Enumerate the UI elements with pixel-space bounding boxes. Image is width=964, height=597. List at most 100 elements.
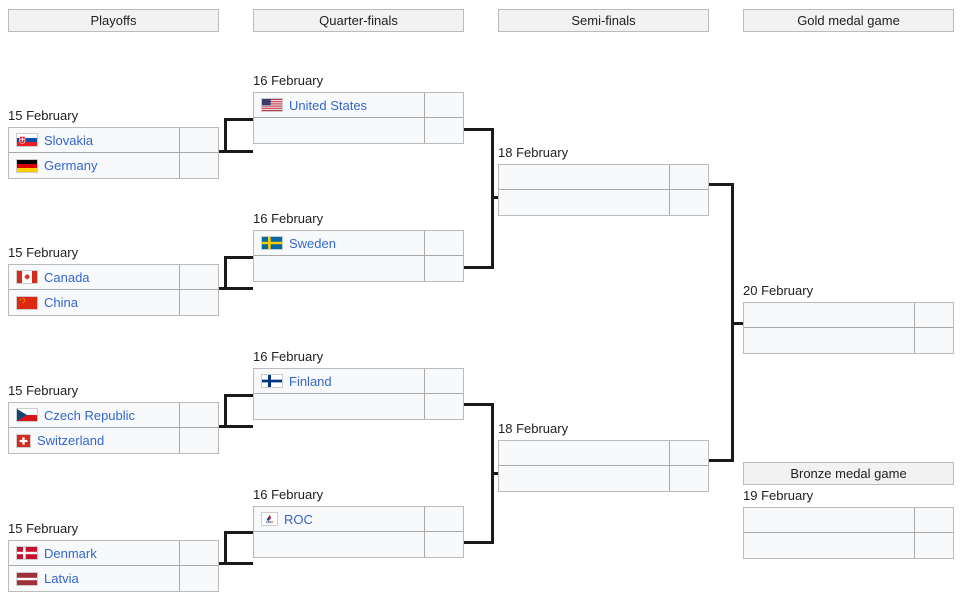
score-cell: [425, 93, 463, 117]
team-cell[interactable]: Denmark: [9, 541, 180, 565]
match-row[interactable]: Latvia: [9, 566, 218, 591]
connector-playoff3-riser: [224, 394, 227, 428]
round-header-bronze-medal-game: Bronze medal game: [743, 462, 954, 485]
team-cell[interactable]: [499, 441, 670, 465]
team-name[interactable]: Slovakia: [44, 132, 94, 148]
team-name[interactable]: Canada: [44, 269, 90, 285]
score-cell: [180, 541, 218, 565]
team-cell[interactable]: [254, 394, 425, 419]
match-date-semi2: 18 February: [498, 421, 569, 436]
match-gold-medal-game[interactable]: [743, 302, 954, 354]
score-cell: [670, 190, 708, 215]
score-cell: [180, 128, 218, 152]
match-date-quarter3: 16 February: [253, 349, 324, 364]
team-cell[interactable]: Slovakia: [9, 128, 180, 152]
team-cell[interactable]: [499, 466, 670, 491]
team-name[interactable]: United States: [289, 97, 368, 113]
team-name[interactable]: China: [44, 295, 78, 310]
match-quarter1[interactable]: United States: [253, 92, 464, 144]
match-bronze-medal-game[interactable]: [743, 507, 954, 559]
team-name[interactable]: Czech Republic: [44, 407, 136, 423]
finland-flag: [261, 374, 283, 388]
team-cell[interactable]: Germany: [9, 153, 180, 178]
team-cell[interactable]: Czech Republic: [9, 403, 180, 427]
match-row[interactable]: [499, 441, 708, 466]
connector-quarter3-out: [464, 403, 494, 406]
switzerland-flag: [16, 433, 31, 448]
match-quarter4[interactable]: ROC: [253, 506, 464, 558]
team-cell[interactable]: [499, 190, 670, 215]
match-row[interactable]: Canada: [9, 265, 218, 290]
match-row[interactable]: [254, 118, 463, 143]
match-semi1[interactable]: [498, 164, 709, 216]
match-row[interactable]: Sweden: [254, 231, 463, 256]
match-playoff1[interactable]: Slovakia Germany: [8, 127, 219, 179]
round-header-quarter-finals: Quarter-finals: [253, 9, 464, 32]
match-row[interactable]: [499, 466, 708, 491]
match-row[interactable]: [254, 532, 463, 557]
team-cell[interactable]: [744, 303, 915, 327]
connector-playoff4-out: [219, 562, 253, 565]
team-name[interactable]: Latvia: [44, 571, 79, 586]
match-playoff2[interactable]: Canada China: [8, 264, 219, 316]
connector-semi2-in: [491, 472, 501, 475]
match-semi2[interactable]: [498, 440, 709, 492]
round-header-gold-medal-game: Gold medal game: [743, 9, 954, 32]
team-name[interactable]: Switzerland: [37, 433, 105, 448]
germany-flag: [16, 158, 38, 173]
match-quarter3[interactable]: Finland: [253, 368, 464, 420]
match-row[interactable]: [744, 303, 953, 328]
match-row[interactable]: ROC: [254, 507, 463, 532]
team-name[interactable]: Germany: [44, 158, 98, 173]
match-row[interactable]: Slovakia: [9, 128, 218, 153]
match-row[interactable]: [254, 256, 463, 281]
connector-quarter1-out: [464, 128, 494, 131]
match-quarter2[interactable]: Sweden: [253, 230, 464, 282]
team-name[interactable]: ROC: [284, 511, 313, 527]
team-cell[interactable]: [254, 256, 425, 281]
match-row[interactable]: Finland: [254, 369, 463, 394]
team-cell[interactable]: ROC: [254, 507, 425, 531]
match-playoff4[interactable]: Denmark Latvia: [8, 540, 219, 592]
match-row[interactable]: Czech Republic: [9, 403, 218, 428]
score-cell: [425, 231, 463, 255]
team-cell[interactable]: China: [9, 290, 180, 315]
match-date-semi1: 18 February: [498, 145, 569, 160]
team-cell[interactable]: United States: [254, 93, 425, 117]
match-playoff3[interactable]: Czech Republic Switzerland: [8, 402, 219, 454]
connector-playoff1-out: [219, 150, 253, 153]
team-cell[interactable]: Finland: [254, 369, 425, 393]
team-cell[interactable]: [744, 508, 915, 532]
score-cell: [180, 153, 218, 178]
match-row[interactable]: Switzerland: [9, 428, 218, 453]
match-date-playoff1: 15 February: [8, 108, 79, 123]
match-row[interactable]: China: [9, 290, 218, 315]
team-name[interactable]: Sweden: [289, 235, 336, 251]
team-name[interactable]: Finland: [289, 373, 332, 389]
match-row[interactable]: Germany: [9, 153, 218, 178]
team-cell[interactable]: [499, 165, 670, 189]
team-cell[interactable]: [744, 533, 915, 558]
match-row[interactable]: [744, 508, 953, 533]
team-cell[interactable]: [254, 118, 425, 143]
score-cell: [670, 441, 708, 465]
score-cell: [425, 256, 463, 281]
team-cell[interactable]: Sweden: [254, 231, 425, 255]
team-cell[interactable]: Canada: [9, 265, 180, 289]
team-cell[interactable]: [744, 328, 915, 353]
round-header-label: Quarter-finals: [319, 13, 398, 28]
team-cell[interactable]: Switzerland: [9, 428, 180, 453]
match-row[interactable]: Denmark: [9, 541, 218, 566]
roc-flag: [261, 512, 278, 526]
team-name[interactable]: Denmark: [44, 545, 97, 561]
match-row[interactable]: [744, 328, 953, 353]
round-header-playoffs: Playoffs: [8, 9, 219, 32]
team-cell[interactable]: Latvia: [9, 566, 180, 591]
match-row[interactable]: [499, 190, 708, 215]
match-row[interactable]: [499, 165, 708, 190]
match-row[interactable]: [254, 394, 463, 419]
match-row[interactable]: [744, 533, 953, 558]
score-cell: [180, 428, 218, 453]
team-cell[interactable]: [254, 532, 425, 557]
match-row[interactable]: United States: [254, 93, 463, 118]
